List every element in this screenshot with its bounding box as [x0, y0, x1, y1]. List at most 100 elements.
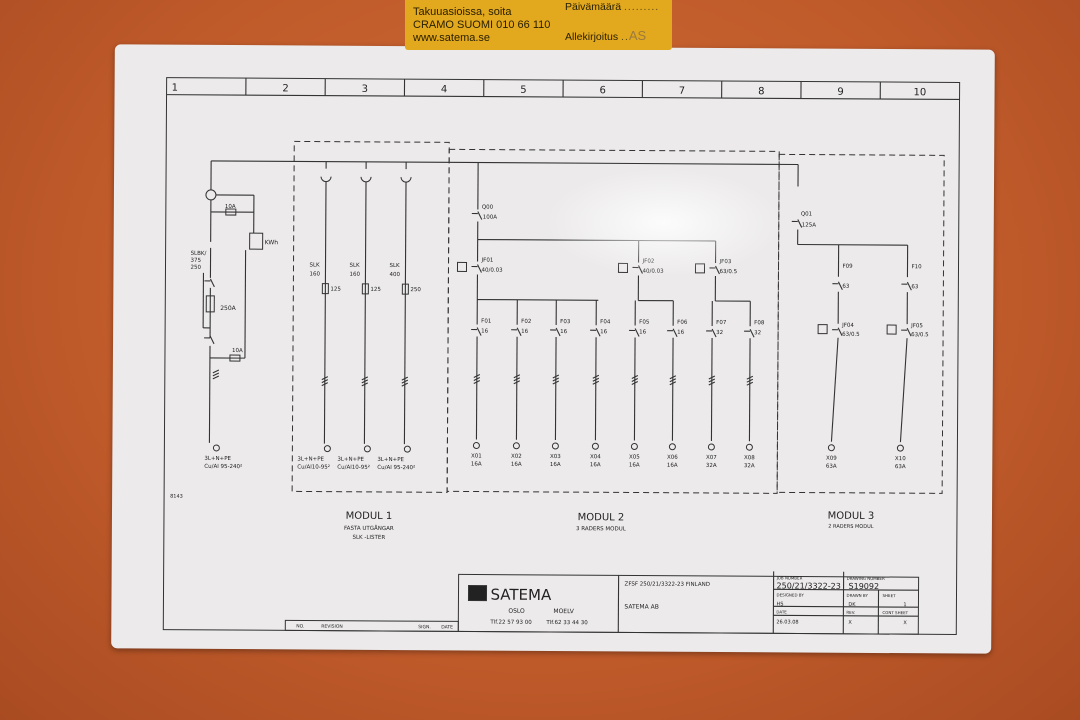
- modul1-subtitle: SLK -LISTER: [352, 535, 385, 541]
- wire: [773, 605, 919, 608]
- switch-label: 250: [190, 265, 201, 271]
- warranty-sticker: Takuuasioissa, soita CRAMO SUOMI 010 66 …: [405, 0, 672, 50]
- slk-connector-icon: [400, 176, 412, 183]
- breaker-rating: 16: [639, 330, 647, 336]
- modul3-boundary: [776, 153, 945, 494]
- output-id: X03: [550, 454, 561, 460]
- office-phone: Tlf.62 33 44 30: [545, 620, 588, 626]
- q01-id: Q01: [801, 212, 812, 218]
- output-terminal: [472, 442, 480, 450]
- breaker-F09-blade: [837, 281, 843, 291]
- q01-breaker-blade: [797, 219, 803, 228]
- phase-ticks: [669, 378, 677, 383]
- modul2-title: MODUL 2: [578, 512, 625, 523]
- rcd-JF04-blade: [837, 327, 843, 337]
- phase-ticks: [708, 378, 716, 383]
- main-fuse-icon: [205, 295, 215, 313]
- drawn-value: DK: [848, 602, 856, 608]
- rcd-test-icon: [886, 324, 897, 335]
- column-number-6: 6: [600, 85, 606, 96]
- sticker-sign-label: Allekirjoitus ..AS: [565, 28, 647, 43]
- office-city: MOELV: [553, 608, 574, 615]
- output-id: X05: [629, 454, 640, 460]
- phase-ticks: [631, 378, 639, 382]
- output-id: X02: [511, 454, 522, 460]
- phase-ticks: [361, 379, 369, 384]
- column-number-8: 8: [758, 86, 764, 97]
- module3-bus: [797, 243, 908, 246]
- slk-type: SLK: [309, 263, 320, 269]
- wire: [363, 181, 367, 444]
- output-id: X01: [471, 454, 482, 460]
- column-number-4: 4: [441, 84, 447, 95]
- output-id: X07: [706, 455, 717, 461]
- output-terminal: [512, 442, 520, 450]
- output-rating: 63A: [895, 464, 906, 470]
- slk-rating: 125: [370, 287, 381, 293]
- drawn-label: DRAWN BY: [846, 593, 868, 598]
- phase-ticks: [552, 374, 560, 379]
- column-number-2: 2: [282, 83, 288, 94]
- wire: [748, 338, 751, 442]
- breaker-F04-blade: [595, 328, 601, 337]
- wire: [554, 337, 557, 441]
- phase-ticks: [592, 374, 600, 379]
- main-fuse-rating: 250A: [220, 305, 236, 312]
- rcd-id: JF03: [719, 259, 732, 265]
- slk-rating: 125: [330, 287, 341, 293]
- phase-ticks: [361, 376, 369, 381]
- output-terminal: [363, 445, 371, 453]
- cable-spec: 3L+N+PE: [377, 457, 404, 463]
- wire: [594, 337, 597, 441]
- breaker-F01-blade: [476, 327, 482, 336]
- rcd-id: JF04: [841, 323, 854, 329]
- main-busbar: [211, 160, 799, 166]
- fuse-icon: [401, 283, 409, 295]
- wire: [475, 336, 478, 440]
- phase-ticks: [473, 380, 481, 385]
- company-name: SATEMA AB: [624, 603, 658, 610]
- sheet-value: 1: [903, 602, 906, 608]
- breaker-rating: 63: [911, 284, 919, 290]
- job-number: 250/21/3322-23: [777, 581, 841, 590]
- sticker-line: Takuuasioissa, soita: [413, 6, 512, 18]
- wire: [633, 337, 636, 441]
- breaker-rating: 16: [481, 329, 489, 335]
- phase-ticks: [401, 382, 409, 387]
- rcd-id: JF05: [910, 323, 923, 329]
- rcd-id: JF02: [642, 259, 655, 265]
- phase-ticks: [592, 377, 600, 382]
- drawing-number: S19092: [849, 582, 880, 591]
- output-rating: 16A: [471, 462, 482, 468]
- phase-ticks: [631, 381, 639, 385]
- q00-rating: 100A: [483, 215, 498, 221]
- meter-fuse-bottom: 10A: [232, 348, 243, 354]
- wire: [323, 181, 327, 444]
- wire: [710, 337, 713, 441]
- q00-breaker-blade: [477, 211, 483, 220]
- output-id: X10: [895, 456, 906, 462]
- breaker-F03-blade: [555, 327, 561, 337]
- output-terminal: [896, 444, 904, 452]
- breaker-rating: 32: [754, 330, 761, 336]
- modul1-boundary: [291, 140, 450, 493]
- rcd-rating: 63/0.5: [719, 269, 737, 275]
- rcd-rating: 63/0.5: [911, 332, 929, 338]
- phase-ticks: [592, 380, 600, 385]
- phase-ticks: [212, 372, 220, 377]
- output-rating: 16A: [511, 462, 522, 468]
- breaker-id: F04: [600, 319, 611, 325]
- phase-ticks: [473, 377, 481, 382]
- breaker-rating: 16: [600, 329, 608, 335]
- modul1-title: MODUL 1: [346, 511, 393, 522]
- output-terminal: [827, 444, 835, 452]
- slk-size: 160: [349, 272, 360, 278]
- breaker-id: F03: [560, 319, 571, 325]
- side-text: 8143: [170, 494, 183, 500]
- breaker-F07-blade: [711, 328, 717, 338]
- signature: AS: [628, 28, 647, 43]
- sticker-line: www.satema.se: [413, 32, 491, 44]
- incoming-ct-icon: [205, 189, 217, 201]
- output-id: X04: [590, 454, 601, 460]
- rcd-rating: 63/0.5: [842, 332, 860, 338]
